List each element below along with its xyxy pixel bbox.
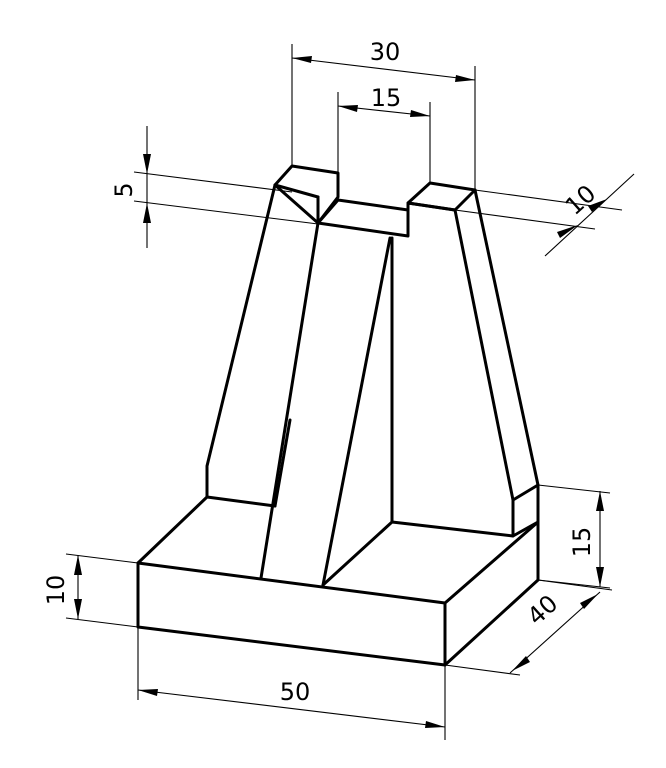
web-base-edge <box>321 520 394 587</box>
part-outline <box>136 164 540 667</box>
dim-top-width: 30 <box>291 38 476 190</box>
right-upright-foot <box>511 483 540 538</box>
dim-slot-depth: 5 <box>110 126 319 248</box>
dim-thickness-label: 10 <box>560 179 601 220</box>
dim-slot-width: 15 <box>337 84 431 183</box>
base-front-face <box>136 561 447 667</box>
dimensions: 30 15 5 10 <box>42 38 635 740</box>
slot-front <box>316 198 340 225</box>
web-front-edge <box>321 236 392 587</box>
slot-outline <box>316 198 410 238</box>
dim-base-height: 10 <box>42 553 139 628</box>
dim-base-depth: 40 <box>444 579 613 676</box>
left-upright-inner-back <box>273 418 292 508</box>
dim-slot-depth-label: 5 <box>110 182 138 197</box>
right-upright-inner <box>453 208 515 502</box>
left-post-front <box>273 183 320 199</box>
base-top-back-edge <box>205 495 277 508</box>
dim-top-width-label: 30 <box>370 38 401 66</box>
dim-base-height-label: 10 <box>42 575 70 606</box>
base-right-face <box>443 520 540 667</box>
right-upright-outer <box>473 188 540 487</box>
left-upright-inner-front <box>259 221 320 580</box>
dim-base-length: 50 <box>137 627 446 740</box>
dim-base-length-label: 50 <box>280 678 311 706</box>
dim-step-height-label: 15 <box>568 527 596 558</box>
left-upright-outer <box>205 183 277 499</box>
left-post-top <box>273 164 340 225</box>
base-top-inner-edge <box>390 520 515 538</box>
dim-base-depth-label: 40 <box>522 589 563 630</box>
dim-slot-width-label: 15 <box>371 84 402 112</box>
dim-step-height: 15 <box>537 484 611 589</box>
right-post-front <box>406 201 457 212</box>
base-top-left-edge <box>136 495 209 565</box>
